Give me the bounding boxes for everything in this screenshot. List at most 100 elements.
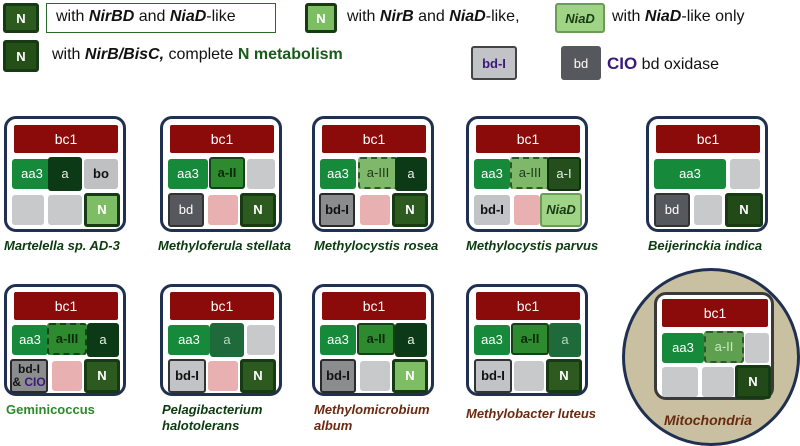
cell-n: N [725,193,763,227]
cell-n: N [84,359,120,393]
cell-empty [702,367,734,397]
cell-bc1: bc1 [476,292,580,320]
caption-methylomicrobium: Methylomicrobium album [314,402,430,433]
cell-bc1: bc1 [656,125,760,153]
cell-bc1: bc1 [170,125,274,153]
cell-aa3: aa3 [168,159,208,189]
cell-empty [48,195,82,225]
cell-bd-i: bd-I [474,359,512,393]
cell-bc1: bc1 [662,299,768,327]
cell-bc1: bc1 [322,125,426,153]
legend-text-cio: CIO bd oxidase [607,54,720,73]
cell-pink [360,195,390,225]
legend-bdi-chip: bd-I [471,46,517,80]
cell-empty [514,361,544,391]
cell-n: N [84,193,120,227]
cell-pink [208,195,238,225]
legend-n-light-chip: N [305,3,337,33]
cell-bd-i: bd-I [474,195,510,225]
legend-box-nirbd [46,3,276,33]
cell-empty [730,159,760,189]
cell-n: N [735,365,771,399]
cell-a-iii: a-III [47,323,87,355]
cell-bd-i: bd-I [319,193,355,227]
cell-aa3: aa3 [474,325,510,355]
caption-geminicoccus: Geminicoccus [6,402,95,417]
caption-mitochondria: Mitochondria [664,412,752,428]
cell-bd: bd [654,193,690,227]
cell-a: a [395,157,427,191]
cell-empty [247,159,275,189]
cell-n: N [392,359,428,393]
cell-pink [52,361,82,391]
legend-text-nirbd: with NirBD and NiaD-like [56,8,236,25]
cell-aa3: aa3 [12,159,52,189]
cell-a-iii: a-III [510,157,550,189]
cell-empty [745,333,769,363]
card-methylocystis-rosea: bc1 aa3 a-III a bd-I N [312,116,434,232]
card-beijerinckia: bc1 aa3 bd N [646,116,768,232]
cell-empty [12,195,44,225]
cell-n: N [546,359,582,393]
cell-bd-i: bd-I [320,359,356,393]
cell-pink [208,361,238,391]
card-methyloferula: bc1 aa3 a-II bd N [160,116,282,232]
cell-aa3: aa3 [474,159,510,189]
cell-a-ii: a-II [704,331,744,363]
cell-niad: NiaD [540,193,582,227]
cell-bc1: bc1 [170,292,274,320]
cell-bd-i-cio: bd-I & CIO [10,359,48,393]
cell-a: a [549,323,581,357]
caption-methylobacter: Methylobacter luteus [466,406,597,421]
cell-empty [662,367,698,397]
cell-empty [247,325,275,355]
caption-methylocystis-parvus: Methylocystis parvus [466,238,599,253]
card-geminicoccus: bc1 aa3 a-III a bd-I & CIO N [4,284,126,396]
legend-n-complete-chip: N [3,40,39,72]
cell-bd-i: bd-I [168,359,206,393]
cell-a-i: a-I [547,157,581,191]
cell-empty [360,361,390,391]
caption-methylocystis-rosea: Methylocystis rosea [314,238,439,253]
cell-aa3: aa3 [320,325,356,355]
caption-martelella: Martelella sp. AD-3 [4,238,120,253]
card-pelagibacterium: bc1 aa3 a bd-I N [160,284,282,396]
cell-bd: bd [168,193,204,227]
cell-pink [514,195,540,225]
card-methylocystis-parvus: bc1 aa3 a-III a-I bd-I NiaD [466,116,588,232]
legend-niad-chip: NiaD [555,3,605,33]
legend-bd-chip: bd [561,46,601,80]
caption-methyloferula: Methyloferula stellata [158,238,291,253]
caption-pelagibacterium: Pelagibacterium halotolerans [162,402,263,433]
card-martelella: bc1 aa3 a bo N [4,116,126,232]
cell-bo: bo [84,159,118,189]
cell-n: N [392,193,428,227]
cell-bc1: bc1 [14,292,118,320]
cell-a-iii: a-III [358,157,398,189]
cell-aa3: aa3 [168,325,210,355]
cell-a-ii: a-II [511,323,549,355]
legend-text-nirb: with NirB and NiaD-like, [347,8,520,25]
legend-text-niad: with NiaD-like only [612,8,745,25]
cell-a: a [210,323,244,357]
cell-aa3: aa3 [662,333,704,363]
cell-bc1: bc1 [322,292,426,320]
cell-aa3: aa3 [320,159,356,189]
cell-a-ii: a-II [209,157,245,189]
cell-a-ii: a-II [357,323,395,355]
card-methylobacter: bc1 aa3 a-II a bd-I N [466,284,588,396]
legend-n-label: N [16,10,26,26]
cell-bc1: bc1 [476,125,580,153]
legend-text-nirb-bisc: with NirB/BisC, complete N metabolism [52,46,343,63]
cell-a: a [48,157,82,191]
cell-a: a [395,323,427,357]
legend-n-dark-chip: N [3,3,39,33]
cell-bc1: bc1 [14,125,118,153]
cell-aa3: aa3 [12,325,48,355]
cell-aa3: aa3 [654,159,726,189]
cell-n: N [240,193,276,227]
card-methylomicrobium: bc1 aa3 a-II a bd-I N [312,284,434,396]
card-mitochondria: bc1 aa3 a-II N [654,292,774,400]
cell-n: N [240,359,276,393]
cell-empty [694,195,722,225]
